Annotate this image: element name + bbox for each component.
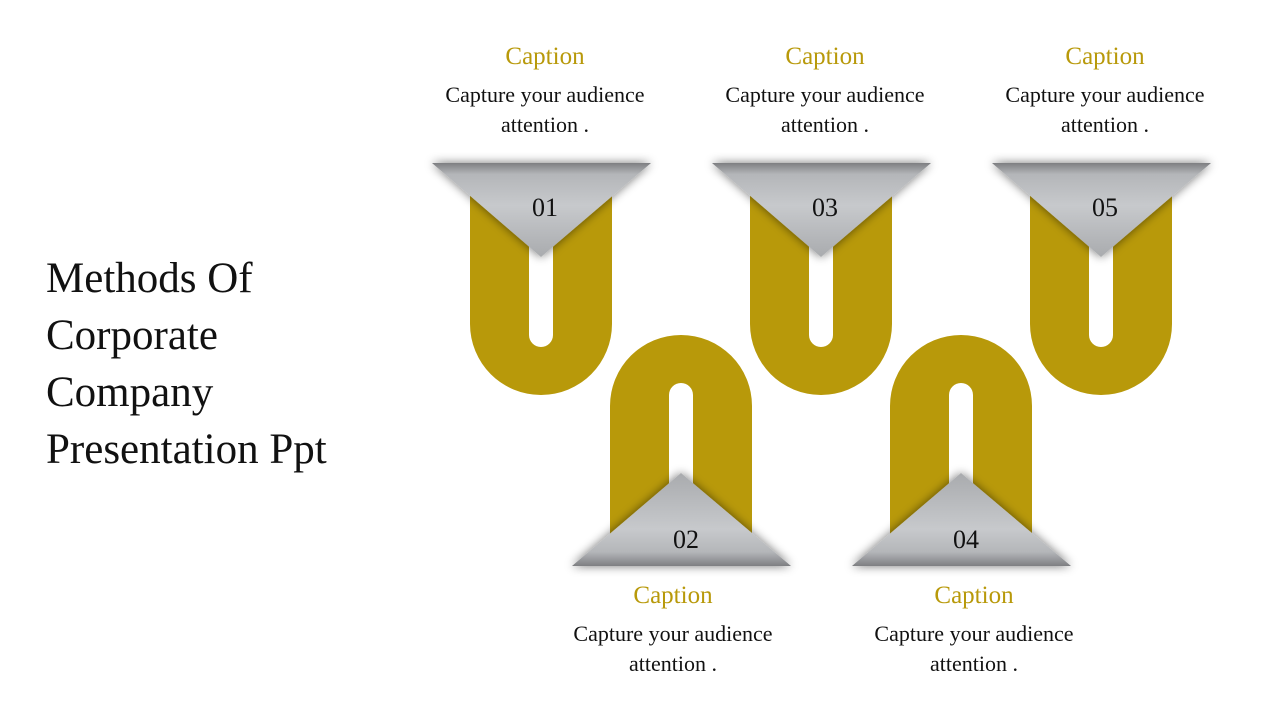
n-shape-2 (610, 335, 752, 540)
marker-01 (432, 163, 651, 257)
caption-text: Capture your audience attention . (1005, 82, 1205, 137)
caption-block-05: Caption Capture your audience attention … (965, 42, 1245, 140)
u-shape-1 (470, 190, 612, 395)
caption-block-02: Caption Capture your audience attention … (533, 581, 813, 679)
caption-block-03: Caption Capture your audience attention … (685, 42, 965, 140)
title-line: Methods Of (46, 255, 253, 302)
marker-04 (852, 473, 1071, 566)
title-line: Presentation Ppt (46, 426, 327, 473)
step-number: 03 (812, 193, 838, 222)
caption-heading: Caption (1065, 43, 1145, 70)
u-shape-3 (750, 190, 892, 395)
caption-text: Capture your audience attention . (445, 82, 645, 137)
slide-title: Methods Of Corporate Company Presentatio… (46, 250, 426, 478)
marker-03 (712, 163, 931, 257)
caption-text: Capture your audience attention . (725, 82, 925, 137)
caption-text: Capture your audience attention . (874, 621, 1074, 676)
title-line: Company (46, 369, 214, 416)
step-number: 02 (673, 525, 699, 554)
step-number: 04 (953, 525, 979, 554)
title-line: Corporate (46, 312, 218, 359)
caption-block-04: Caption Capture your audience attention … (834, 581, 1114, 679)
caption-heading: Caption (505, 43, 585, 70)
u-shape-5 (1030, 190, 1172, 395)
caption-block-01: Caption Capture your audience attention … (405, 42, 685, 140)
step-number: 05 (1092, 193, 1118, 222)
caption-heading: Caption (785, 43, 865, 70)
caption-text: Capture your audience attention . (573, 621, 773, 676)
caption-heading: Caption (633, 582, 713, 609)
caption-heading: Caption (934, 582, 1014, 609)
step-number: 01 (532, 193, 558, 222)
n-shape-4 (890, 335, 1032, 540)
marker-05 (992, 163, 1211, 257)
marker-02 (572, 473, 791, 566)
